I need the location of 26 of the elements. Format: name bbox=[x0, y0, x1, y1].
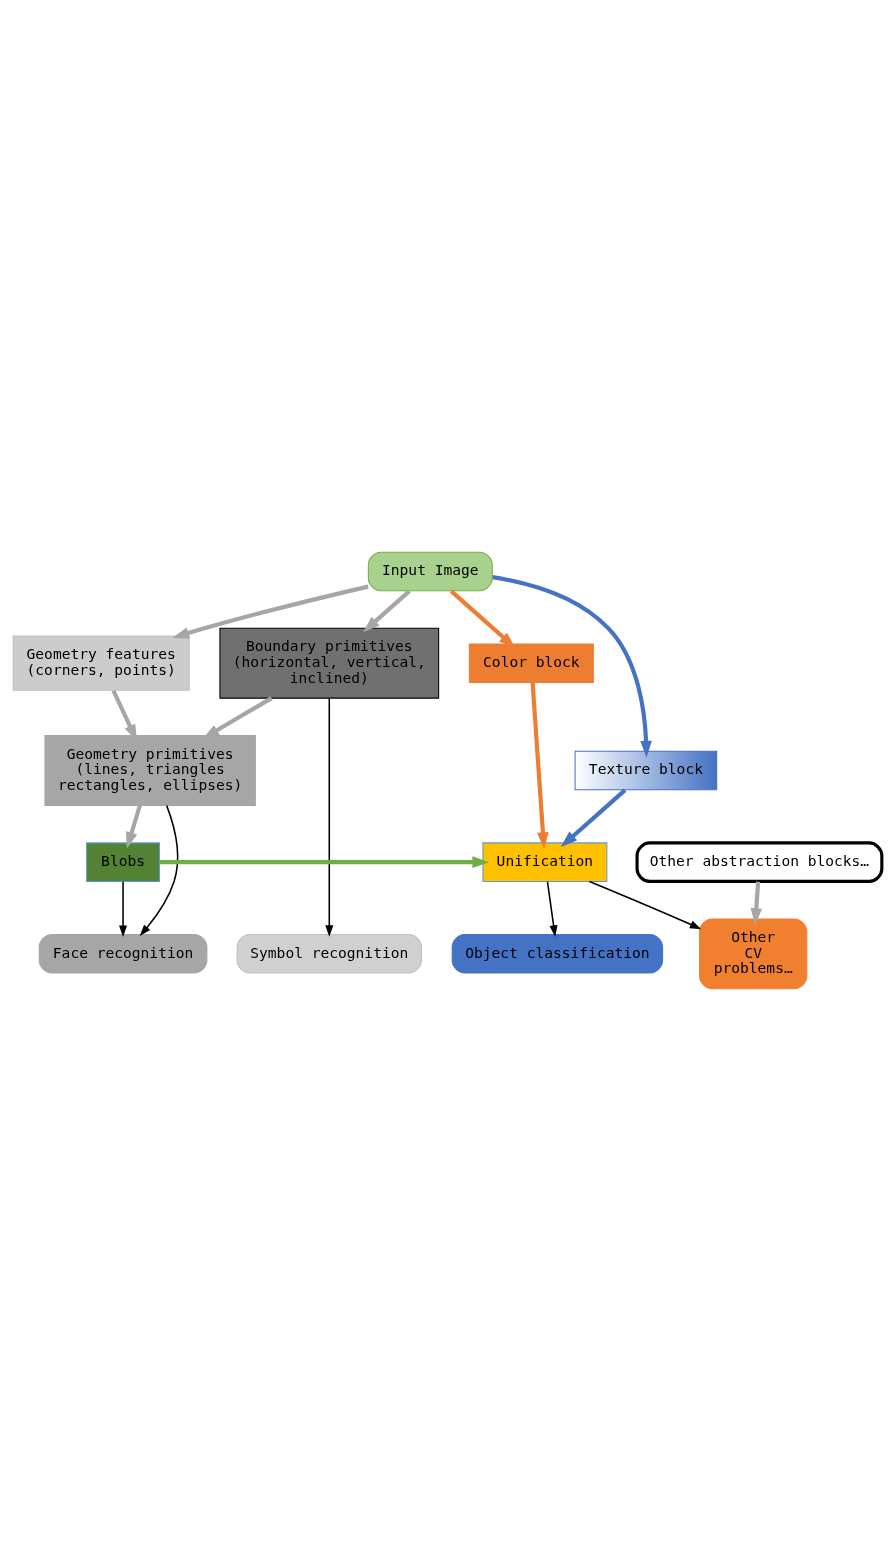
node-box: Geometry features (corners, points) bbox=[12, 635, 190, 691]
node-box: Geometry primitives (lines, triangles rectangles, ellipses) bbox=[43, 735, 256, 806]
node-box: Symbol recognition bbox=[236, 934, 422, 974]
node-box: Object classification bbox=[451, 934, 663, 974]
node-box: Input Image bbox=[367, 551, 493, 592]
arrow bbox=[560, 788, 626, 848]
node-box: Other CV problems… bbox=[698, 918, 807, 990]
node-box: Color block bbox=[468, 643, 594, 683]
arrow bbox=[491, 575, 652, 758]
arrow bbox=[324, 697, 333, 937]
arrow bbox=[171, 584, 369, 639]
node-box: Face recognition bbox=[38, 934, 207, 974]
arrow bbox=[588, 880, 701, 930]
node-box: Unification bbox=[481, 842, 607, 882]
arrow bbox=[125, 804, 142, 849]
arrow bbox=[362, 589, 411, 633]
arrow bbox=[159, 856, 489, 868]
node-box: Boundary primitives (horizontal, vertical, inclined) bbox=[218, 627, 439, 699]
arrow bbox=[546, 881, 558, 937]
arrow bbox=[749, 881, 762, 925]
arrow bbox=[139, 804, 178, 937]
node-box: Blobs bbox=[85, 842, 160, 882]
node-box: Texture block bbox=[574, 750, 717, 791]
arrow bbox=[118, 881, 127, 937]
node-box: Other abstraction blocks… bbox=[635, 841, 883, 883]
arrow bbox=[530, 682, 549, 850]
